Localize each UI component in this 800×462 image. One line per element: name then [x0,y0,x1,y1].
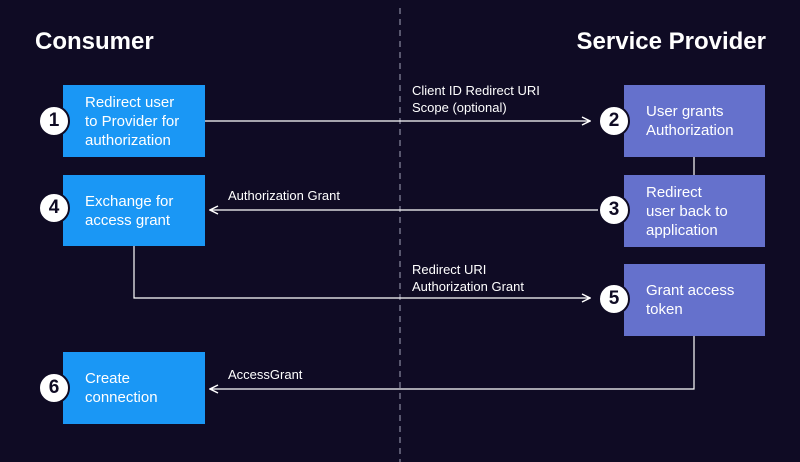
step-3-box: Redirect user back to application [624,175,765,247]
step-3-badge: 3 [598,194,630,226]
step-5-badge: 5 [598,283,630,315]
arrow-4-to-5-label: Redirect URI Authorization Grant [412,262,525,294]
step-4-box: Exchange for access grant [63,175,205,246]
service-provider-heading: Service Provider [576,28,766,55]
step-3-text: Redirect user back to application [646,183,728,239]
step-6-box: Create connection [63,352,205,424]
step-4-badge: 4 [38,192,70,224]
step-1-badge: 1 [38,105,70,137]
step-5-box: Grant access token [624,264,765,336]
step-6-text: Create connection [85,370,158,406]
arrow-5-to-6 [210,336,695,389]
step-2-badge: 2 [598,105,630,137]
step-1-text: Redirect user to Provider for authorizat… [85,93,180,149]
step-5-text: Grant access token [646,282,735,318]
step-6-badge: 6 [38,372,70,404]
step-4-text: Exchange for access grant [85,192,174,229]
step-2-text: User grants Authorization [646,103,734,139]
consumer-heading: Consumer [35,28,154,55]
step-1-box: Redirect user to Provider for authorizat… [63,85,205,157]
arrow-1-to-2-label: Client ID Redirect URI Scope (optional) [412,83,540,115]
step-2-box: User grants Authorization [624,85,765,157]
arrow-3-to-4-label: Authorization Grant [228,188,341,203]
arrow-5-to-6-label: AccessGrant [228,367,303,382]
arrow-4-to-5 [133,246,590,298]
